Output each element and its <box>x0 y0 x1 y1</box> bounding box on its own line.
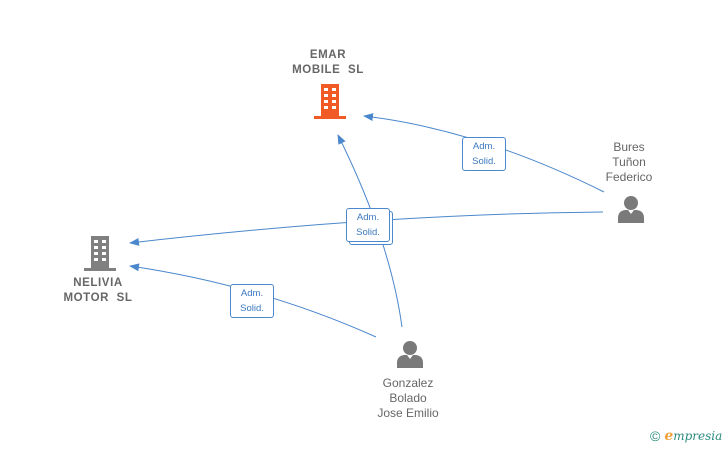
role-text: Solid. <box>356 227 380 238</box>
role-text: Adm. <box>240 288 264 299</box>
person-icon[interactable] <box>396 340 424 368</box>
company-name-line: MOTOR SL <box>63 292 133 304</box>
company-label-nelivia[interactable]: NELIVIA MOTOR SL <box>48 276 148 306</box>
company-label-emar[interactable]: EMAR MOBILE SL <box>278 48 378 78</box>
building-icon[interactable] <box>84 236 116 272</box>
brand-logo-text: mpresia <box>673 429 723 443</box>
brand-logo-initial: e <box>664 428 674 444</box>
person-name-line: Jose Emilio <box>377 406 439 420</box>
company-name-line: MOBILE SL <box>292 64 364 76</box>
building-icon[interactable] <box>314 84 346 120</box>
person-name-line: Bures <box>613 140 645 154</box>
person-name-line: Bolado <box>389 391 427 405</box>
copyright-symbol: © <box>650 428 661 444</box>
empresia-watermark: © e mpresia <box>650 428 722 444</box>
role-text: Adm. <box>356 212 380 223</box>
role-badge-bures-emar[interactable]: Adm. Solid. <box>462 137 506 171</box>
company-name-line: NELIVIA <box>73 277 123 289</box>
role-text: Solid. <box>240 303 264 314</box>
person-icon[interactable] <box>617 195 645 223</box>
person-name-line: Gonzalez <box>382 376 434 390</box>
person-label-bures[interactable]: Bures Tuñon Federico <box>589 140 669 185</box>
role-badge-center[interactable]: Adm. Solid. <box>346 208 390 242</box>
person-name-line: Federico <box>605 170 653 184</box>
person-name-line: Tuñon <box>612 155 646 169</box>
role-badge-gonzalez-nelivia[interactable]: Adm. Solid. <box>230 284 274 318</box>
person-label-gonzalez[interactable]: Gonzalez Bolado Jose Emilio <box>358 376 458 421</box>
role-text: Adm. <box>472 141 496 152</box>
role-text: Solid. <box>472 156 496 167</box>
company-name-line: EMAR <box>309 49 347 61</box>
